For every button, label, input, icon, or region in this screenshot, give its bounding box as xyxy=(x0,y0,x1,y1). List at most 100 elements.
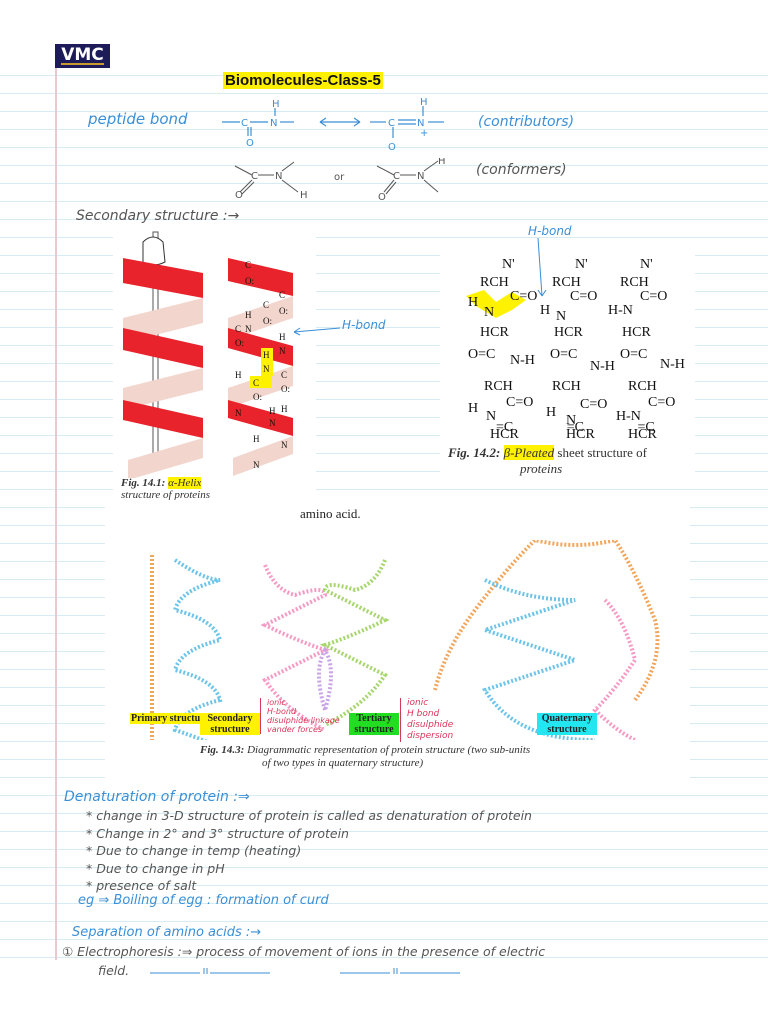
tertiary-forces-list: ionic H bond disulphide dispersion xyxy=(400,698,453,742)
svg-text:H: H xyxy=(245,310,252,320)
svg-text:N: N xyxy=(417,118,424,129)
primary-structure-label: Primary structure xyxy=(130,713,210,724)
ditto-marks xyxy=(150,968,460,974)
svg-text:C: C xyxy=(388,118,395,129)
svg-text:H: H xyxy=(468,401,478,416)
svg-text:O:: O: xyxy=(281,384,290,394)
svg-text:N: N xyxy=(484,305,494,320)
svg-text:N: N xyxy=(263,364,270,374)
svg-text:O:: O: xyxy=(263,316,272,326)
svg-text:HCR: HCR xyxy=(480,325,509,340)
svg-text:H: H xyxy=(468,295,478,310)
peptide-bond-label: peptide bond xyxy=(88,110,188,128)
svg-text:H: H xyxy=(300,190,308,201)
svg-text:H: H xyxy=(438,158,446,167)
svg-text:O=C: O=C xyxy=(468,347,495,362)
svg-text:HCR: HCR xyxy=(554,325,583,340)
svg-text:H: H xyxy=(272,99,280,110)
svg-text:H: H xyxy=(263,350,270,360)
svg-text:C=O: C=O xyxy=(570,289,597,304)
svg-text:O: O xyxy=(388,142,396,153)
svg-text:HCR: HCR xyxy=(490,427,519,442)
svg-text:O:: O: xyxy=(235,338,244,348)
svg-text:H: H xyxy=(253,434,260,444)
svg-text:O=C: O=C xyxy=(550,347,577,362)
svg-text:H-N: H-N xyxy=(608,303,633,318)
svg-text:RCH: RCH xyxy=(484,379,513,394)
page-top xyxy=(0,0,768,60)
helix-hbond-arrow xyxy=(293,327,341,336)
denaturation-point: * change in 3-D structure of protein is … xyxy=(86,808,532,823)
svg-text:O:: O: xyxy=(279,306,288,316)
svg-text:HCR: HCR xyxy=(622,325,651,340)
svg-text:C: C xyxy=(279,290,285,300)
svg-text:RCH: RCH xyxy=(552,275,581,290)
svg-text:C=O: C=O xyxy=(640,289,667,304)
svg-text:H: H xyxy=(540,303,550,318)
peptide-resonance-structures: CO NH CO NH+ xyxy=(222,98,444,153)
quaternary-structure-label: Quaternary structure xyxy=(537,713,597,735)
svg-text:N: N xyxy=(556,309,566,324)
svg-text:C=O: C=O xyxy=(648,395,675,410)
secondary-structure-heading: Secondary structure :→ xyxy=(76,208,240,224)
svg-text:N: N xyxy=(245,324,252,334)
denaturation-heading: Denaturation of protein :⇒ xyxy=(64,789,250,805)
electrophoresis-item-cont: field. xyxy=(98,963,130,978)
denaturation-point: * presence of salt xyxy=(86,878,197,893)
page-bottom xyxy=(0,960,768,1024)
page-title: Biomolecules-Class-5 xyxy=(223,72,383,89)
protein-structures-diagram xyxy=(150,540,660,740)
svg-text:O:: O: xyxy=(245,276,254,286)
svg-text:N: N xyxy=(275,171,282,182)
svg-text:C: C xyxy=(245,260,251,270)
denaturation-points: * change in 3-D structure of protein is … xyxy=(86,807,532,895)
svg-text:O:: O: xyxy=(253,392,262,402)
svg-text:N: N xyxy=(270,118,277,129)
svg-text:N: N xyxy=(566,413,576,428)
svg-text:O: O xyxy=(378,192,386,203)
protein-structure-figure: amino acid. Primary structure Secondary … xyxy=(105,500,690,780)
fig-14-1-caption: Fig. 14.1: α-Helix structure of proteins xyxy=(121,477,211,501)
svg-text:RCH: RCH xyxy=(480,275,509,290)
svg-text:O=C: O=C xyxy=(620,347,647,362)
fig-14-3-caption: Fig. 14.3: Diagrammatic representation o… xyxy=(200,744,531,769)
alpha-helix-diagram: CO: CO: CO: CO: HN HN HN H CO: CO: N HN … xyxy=(123,231,293,480)
svg-text:H: H xyxy=(546,405,556,420)
svg-text:C: C xyxy=(235,324,241,334)
svg-text:N: N xyxy=(269,418,276,428)
svg-text:+: + xyxy=(420,128,428,139)
svg-text:N: N xyxy=(417,171,424,182)
svg-text:C: C xyxy=(253,378,259,388)
svg-text:N': N' xyxy=(502,257,515,272)
svg-text:HCR: HCR xyxy=(566,427,595,442)
denaturation-point: * Due to change in temp (heating) xyxy=(86,843,302,858)
secondary-structure-label: Secondary structure xyxy=(200,713,260,735)
svg-text:N: N xyxy=(235,408,242,418)
svg-text:C: C xyxy=(251,171,258,182)
svg-text:RCH: RCH xyxy=(620,275,649,290)
svg-text:C=O: C=O xyxy=(580,397,607,412)
svg-text:RCH: RCH xyxy=(552,379,581,394)
fig-14-2-caption: Fig. 14.2: β-Pleated sheet structure of … xyxy=(448,445,647,476)
svg-text:H-N: H-N xyxy=(616,409,641,424)
svg-text:or: or xyxy=(334,172,345,183)
svg-text:C: C xyxy=(263,300,269,310)
conformers-note: (conformers) xyxy=(476,162,567,178)
svg-text:HCR: HCR xyxy=(628,427,657,442)
svg-text:H: H xyxy=(420,98,428,108)
svg-text:O: O xyxy=(235,190,243,201)
svg-text:H: H xyxy=(279,332,286,342)
svg-text:N-H: N-H xyxy=(590,359,615,374)
svg-text:N': N' xyxy=(575,257,588,272)
margin-line xyxy=(55,65,57,960)
svg-text:RCH: RCH xyxy=(628,379,657,394)
svg-text:C=O: C=O xyxy=(510,289,537,304)
vmc-logo: VMC xyxy=(55,44,110,68)
contributors-note: (contributors) xyxy=(478,114,575,130)
svg-text:O: O xyxy=(246,138,254,149)
amino-acid-text: amino acid. xyxy=(300,506,361,521)
